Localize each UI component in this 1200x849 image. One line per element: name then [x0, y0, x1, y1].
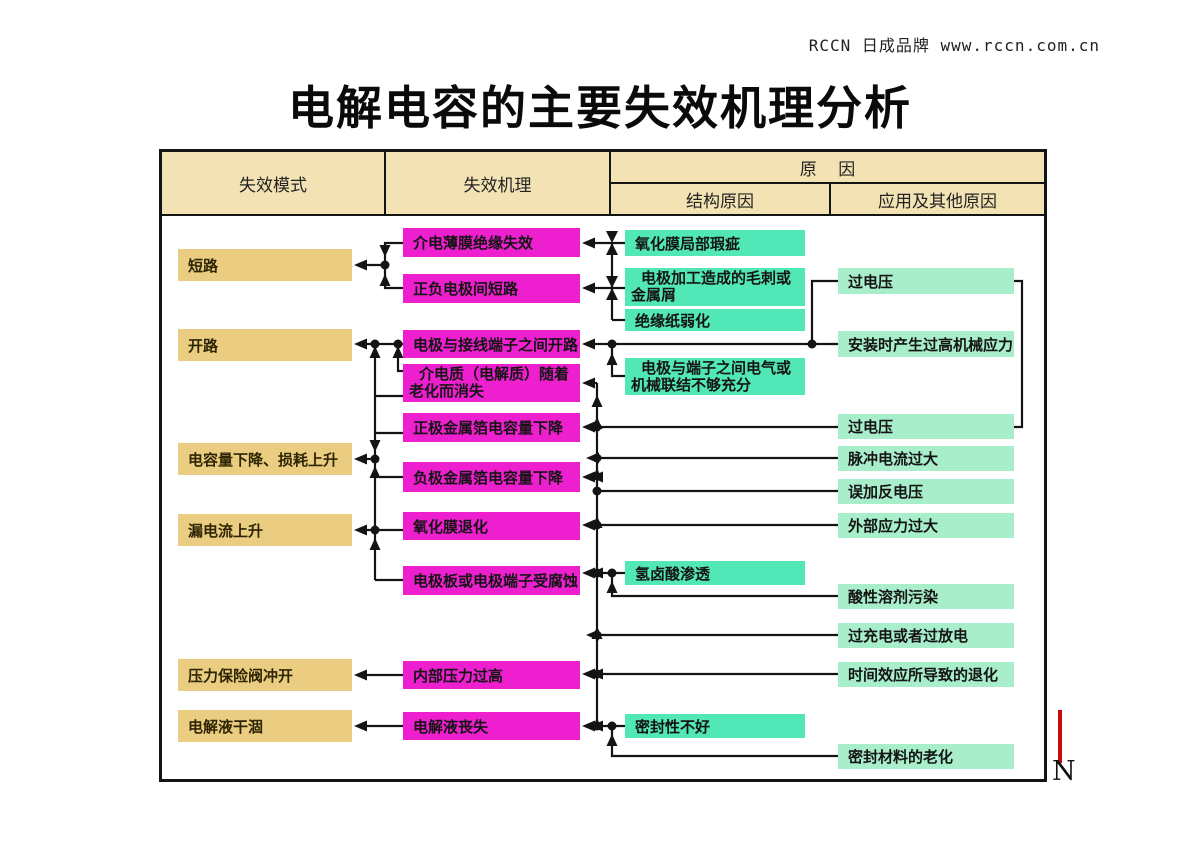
- application-cause-box: 过充电或者过放电: [838, 623, 1014, 648]
- structural-cause-box: 氧化膜局部瑕疵: [625, 230, 805, 256]
- application-cause-box: 密封材料的老化: [838, 744, 1014, 769]
- application-cause-box: 外部应力过大: [838, 513, 1014, 538]
- header-application-cause: 应用及其他原因: [878, 191, 997, 212]
- structural-cause-box: 密封性不好: [625, 714, 805, 738]
- mechanism-box: 电解液丧失: [403, 712, 580, 740]
- header-structural-cause: 结构原因: [686, 191, 754, 212]
- header-failure-mechanism: 失效机理: [463, 175, 532, 196]
- mode-box-leakage-rise: 漏电流上升: [178, 514, 352, 546]
- mechanism-box: 介电薄膜绝缘失效: [403, 228, 580, 257]
- n-marker-label: N: [1052, 756, 1076, 787]
- header-failure-mode: 失效模式: [239, 175, 307, 196]
- application-cause-box: 安装时产生过高机械应力: [838, 331, 1014, 357]
- mechanism-box: 正负电极间短路: [403, 274, 580, 303]
- application-cause-box: 酸性溶剂污染: [838, 584, 1014, 609]
- application-cause-box: 脉冲电流过大: [838, 446, 1014, 471]
- mechanism-box: 负极金属箔电容量下降: [403, 462, 580, 492]
- header-divider: [162, 214, 1044, 216]
- structural-cause-box: 绝缘纸弱化: [625, 309, 805, 331]
- application-cause-box: 误加反电压: [838, 479, 1014, 504]
- structural-cause-box: 电极与端子之间电气或机械联结不够充分: [625, 358, 805, 395]
- mode-box-electrolyte-dry: 电解液干涸: [178, 710, 352, 742]
- header-cause: 原 因: [799, 159, 856, 180]
- application-cause-box: 时间效应所导致的退化: [838, 662, 1014, 687]
- structural-cause-box: 电极加工造成的毛刺或金属屑: [625, 268, 805, 306]
- mechanism-box: 介电质（电解质）随着老化而消失: [403, 364, 580, 402]
- mechanism-box: 正极金属箔电容量下降: [403, 413, 580, 442]
- mode-box-valve-burst: 压力保险阀冲开: [178, 659, 352, 691]
- mode-box-open-circuit: 开路: [178, 329, 352, 361]
- header-divider: [829, 184, 831, 214]
- application-cause-box: 过电压: [838, 268, 1014, 294]
- header-divider: [384, 152, 386, 214]
- mode-box-capacitance-drop: 电容量下降、损耗上升: [178, 443, 352, 475]
- structural-cause-box: 氢卤酸渗透: [625, 561, 805, 585]
- mode-box-short-circuit: 短路: [178, 249, 352, 281]
- header-divider: [609, 182, 1044, 184]
- mechanism-box: 氧化膜退化: [403, 512, 580, 540]
- application-cause-box: 过电压: [838, 414, 1014, 439]
- page-title: 电解电容的主要失效机理分析: [288, 81, 912, 135]
- mechanism-box: 电极与接线端子之间开路: [403, 330, 580, 358]
- red-cursor-marker: [1058, 710, 1062, 763]
- brand-text: RCCN 日成品牌 www.rccn.com.cn: [808, 36, 1100, 55]
- mechanism-box: 电极板或电极端子受腐蚀: [403, 566, 580, 595]
- mechanism-box: 内部压力过高: [403, 661, 580, 689]
